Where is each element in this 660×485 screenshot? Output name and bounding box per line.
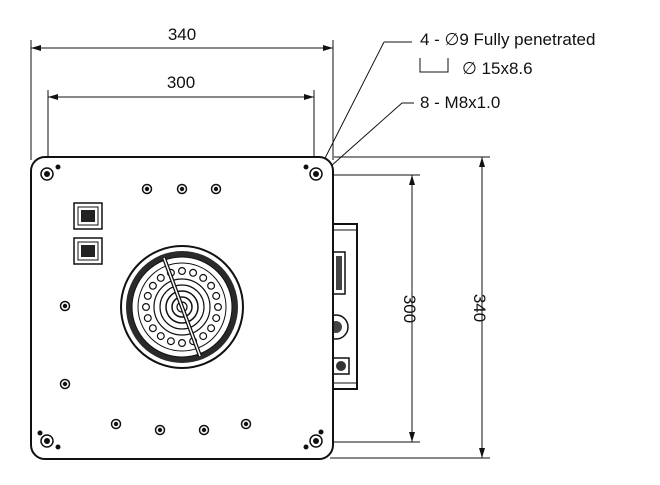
corner-hole-bottom-right-icon — [303, 429, 324, 450]
flange-hole-icon — [189, 268, 198, 277]
through-hole-note: 4 - ∅9 Fully penetrated — [420, 30, 595, 49]
indicator-window-bottom-icon — [73, 237, 103, 265]
flange-hole-icon — [143, 314, 152, 323]
flange-hole-ring — [142, 267, 223, 348]
threaded-hole-icon — [141, 183, 153, 195]
threaded-hole-icon — [176, 183, 188, 195]
flange-hole-icon — [199, 273, 208, 282]
dimension-outer-height: 340 — [330, 156, 490, 459]
corner-hole-top-right-icon — [303, 164, 323, 181]
threaded-hole-icon — [240, 418, 252, 430]
dimension-outer-width: 340 — [30, 25, 334, 160]
corner-hole-top-left-icon — [40, 164, 61, 181]
indicator-window-top-icon — [73, 202, 103, 230]
flange-hole-icon — [199, 332, 208, 341]
flange-hole-icon — [143, 291, 152, 300]
outer-height-label: 340 — [470, 294, 489, 322]
flange-hole-icon — [207, 324, 216, 333]
flange-hole-icon — [148, 281, 157, 290]
flange-hole-icon — [156, 332, 165, 341]
rotary-flange — [120, 245, 244, 369]
flange-hole-icon — [166, 337, 175, 346]
outer-width-label: 340 — [168, 25, 196, 44]
flange-hole-icon — [156, 273, 165, 282]
callout-thread: 8 - M8x1.0 — [321, 93, 500, 175]
threaded-hole-icon — [210, 183, 222, 195]
inner-width-label: 300 — [167, 73, 195, 92]
flange-hole-icon — [178, 339, 187, 348]
corner-hole-bottom-left-icon — [37, 430, 61, 450]
threaded-hole-icon — [110, 418, 122, 430]
dimension-inner-height: 300 — [322, 174, 420, 443]
dimension-inner-width: 300 — [47, 73, 315, 170]
flange-hole-icon — [207, 281, 216, 290]
flange-hole-icon — [148, 324, 157, 333]
inner-height-label: 300 — [400, 295, 419, 323]
multi-pin-connector-icon — [332, 251, 346, 295]
power-connector-icon — [332, 357, 350, 375]
threaded-hole-icon — [198, 424, 210, 436]
flange-hole-icon — [212, 314, 221, 323]
flange-hole-icon — [214, 303, 223, 312]
threaded-hole-icon — [59, 378, 71, 390]
flange-hole-icon — [178, 267, 187, 276]
threaded-hole-icon — [154, 424, 166, 436]
threaded-hole-icon — [59, 300, 71, 312]
flange-hole-icon — [142, 303, 151, 312]
callout-through-hole: 4 - ∅9 Fully penetrated ∅ 15x8.6 — [317, 30, 595, 173]
thread-note: 8 - M8x1.0 — [420, 93, 500, 112]
counterbore-note: ∅ 15x8.6 — [462, 59, 533, 78]
counterbore-symbol-icon — [419, 58, 449, 73]
threaded-holes — [59, 183, 252, 436]
corner-holes — [37, 164, 324, 450]
flange-hole-icon — [212, 291, 221, 300]
